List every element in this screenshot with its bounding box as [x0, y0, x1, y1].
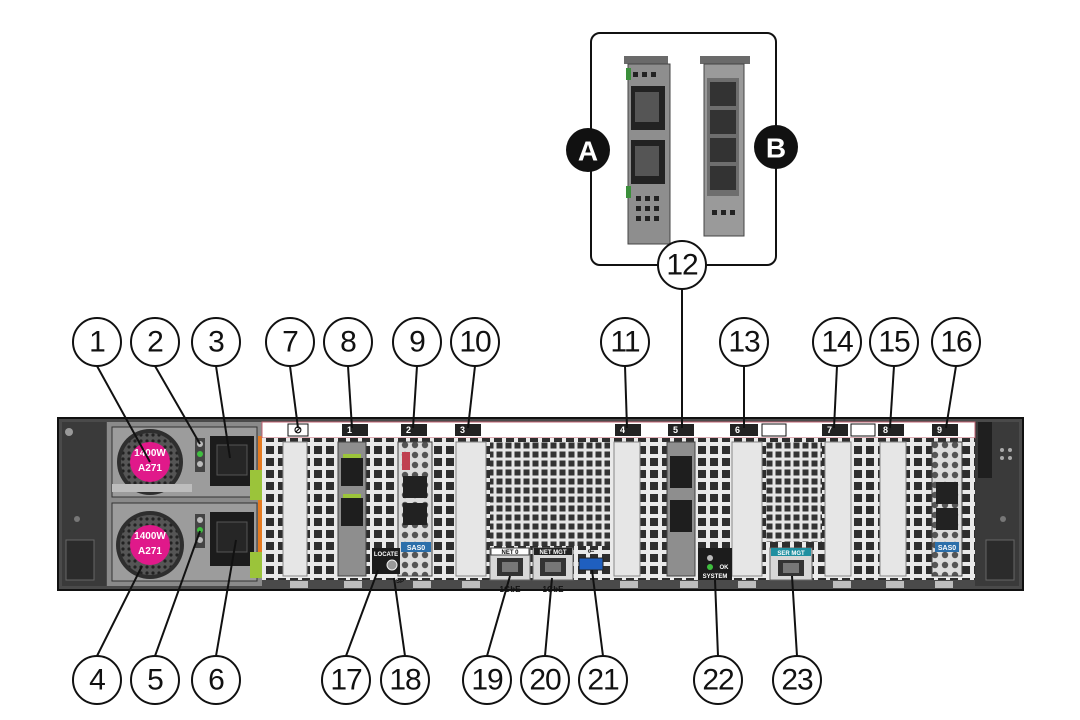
svg-text:1GbE: 1GbE: [543, 585, 565, 594]
svg-text:NET MGT: NET MGT: [540, 550, 567, 556]
callout-4: 4: [72, 655, 122, 705]
svg-text:10: 10: [459, 326, 491, 359]
svg-text:A271: A271: [138, 463, 162, 474]
callout-15: 15: [869, 317, 919, 367]
svg-text:23: 23: [781, 664, 813, 697]
svg-text:SAS0: SAS0: [407, 545, 425, 552]
psu-bay: 1400W A271 1400W A271: [107, 422, 268, 586]
svg-text:7: 7: [282, 326, 298, 359]
svg-text:21: 21: [587, 664, 619, 697]
svg-text:12: 12: [666, 249, 698, 282]
callout-9: 9: [392, 317, 442, 367]
svg-text:NET 0: NET 0: [501, 550, 519, 556]
svg-text:SP: SP: [396, 579, 404, 585]
svg-text:15: 15: [878, 326, 910, 359]
callout-20: 20: [520, 655, 570, 705]
callout-13: 13: [719, 317, 769, 367]
svg-text:1400W: 1400W: [134, 531, 166, 542]
svg-text:2: 2: [147, 326, 163, 359]
svg-text:1: 1: [347, 425, 352, 435]
callout-7: 7: [265, 317, 315, 367]
callout-6: 6: [191, 655, 241, 705]
svg-text:8: 8: [883, 425, 888, 435]
svg-text:⊘: ⊘: [294, 425, 302, 436]
svg-text:11: 11: [610, 326, 639, 359]
svg-text:LOCATE: LOCATE: [374, 552, 398, 558]
rear-io-module: LOCATE SP NET 0 1GbE NET MGT 1GbE ⟜ OK S…: [372, 546, 813, 594]
svg-text:9: 9: [937, 425, 942, 435]
svg-text:14: 14: [821, 326, 853, 359]
callout-8: 8: [323, 317, 373, 367]
svg-text:19: 19: [471, 664, 503, 697]
slot-filler: [731, 441, 763, 577]
callout-10: 10: [450, 317, 500, 367]
svg-text:6: 6: [735, 425, 740, 435]
svg-text:1: 1: [89, 326, 105, 359]
callout-14: 14: [812, 317, 862, 367]
slot-filler: [282, 441, 308, 577]
callout-21: 21: [578, 655, 628, 705]
svg-text:SER MGT: SER MGT: [777, 551, 805, 557]
svg-text:5: 5: [673, 425, 678, 435]
svg-text:A271: A271: [138, 546, 162, 557]
marker-a: A: [566, 128, 610, 172]
svg-text:B: B: [766, 133, 786, 164]
pcie-label-strip: ⊘ 1 2 3 4 5 6 7 8 9: [261, 421, 976, 439]
card-a-bracket: [624, 56, 671, 245]
callout-3: 3: [191, 317, 241, 367]
svg-text:5: 5: [147, 664, 163, 697]
svg-text:SYSTEM: SYSTEM: [703, 574, 728, 580]
callout-16: 16: [931, 317, 981, 367]
svg-text:2: 2: [406, 425, 411, 435]
slot-filler: [879, 441, 907, 577]
svg-text:SAS0: SAS0: [938, 545, 956, 552]
card-b-bracket: [700, 56, 750, 237]
callout-2: 2: [130, 317, 180, 367]
svg-text:16: 16: [940, 326, 972, 359]
slot-2-card: SAS0: [397, 441, 433, 577]
callout-12: 12: [657, 240, 707, 290]
callout-22: 22: [693, 655, 743, 705]
svg-text:13: 13: [728, 326, 760, 359]
svg-text:7: 7: [827, 425, 832, 435]
svg-text:8: 8: [340, 326, 356, 359]
svg-text:4: 4: [89, 664, 105, 697]
svg-text:A: A: [578, 136, 598, 167]
callout-11: 11: [600, 317, 650, 367]
slot-filler: [613, 441, 641, 577]
slot-filler: [824, 441, 852, 577]
inset-frame: [590, 32, 777, 266]
svg-text:22: 22: [702, 664, 734, 697]
svg-text:1400W: 1400W: [134, 448, 166, 459]
callout-5: 5: [130, 655, 180, 705]
svg-text:17: 17: [330, 664, 362, 697]
marker-b: B: [754, 125, 798, 169]
svg-text:⟜: ⟜: [588, 546, 595, 555]
callout-18: 18: [380, 655, 430, 705]
svg-text:18: 18: [389, 664, 421, 697]
callout-17: 17: [321, 655, 371, 705]
leader-lines: [96, 289, 957, 657]
slot-5-card: [666, 441, 696, 577]
inset-card-view: A B: [566, 32, 798, 266]
pcie-slots-area: SAS0 SAS0: [262, 438, 975, 580]
svg-text:3: 3: [208, 326, 224, 359]
svg-text:OK: OK: [720, 565, 730, 571]
svg-text:4: 4: [620, 425, 625, 435]
svg-text:6: 6: [208, 664, 224, 697]
callout-19: 19: [462, 655, 512, 705]
slot-filler: [455, 441, 487, 577]
power-supply-1: 1400W A271: [111, 426, 258, 498]
slot-1-card: [337, 441, 367, 577]
callout-circles: 1 2 3 4 5 6 7 8 9 10 11 12 13 14 15 16 1…: [72, 240, 981, 705]
callout-23: 23: [772, 655, 822, 705]
svg-text:3: 3: [460, 425, 465, 435]
svg-text:1GbE: 1GbE: [500, 585, 522, 594]
slot-9-card: SAS0: [931, 441, 963, 577]
callout-1: 1: [72, 317, 122, 367]
svg-text:9: 9: [409, 326, 425, 359]
svg-text:20: 20: [529, 664, 561, 697]
